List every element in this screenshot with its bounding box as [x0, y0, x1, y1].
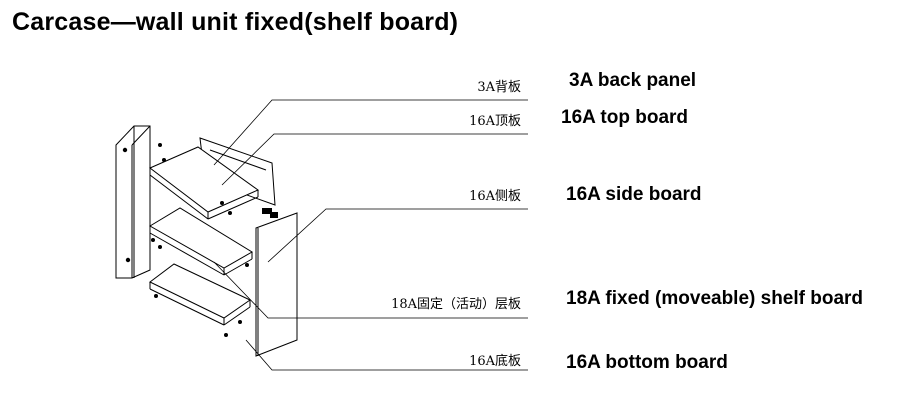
diagram-title: Carcase—wall unit fixed(shelf board) — [12, 8, 459, 36]
leader-shelf-board — [213, 261, 528, 319]
leader-back-panel — [213, 99, 528, 166]
leader-side-board — [267, 208, 528, 263]
part-label-cn-bottom-board: 16A底板 — [469, 354, 521, 369]
part-label-en-back-panel: 3A back panel — [569, 70, 697, 91]
part-label-en-bottom-board: 16A bottom board — [566, 352, 728, 373]
leader-top-board — [221, 133, 528, 186]
middle-shelf — [149, 207, 253, 276]
part-label-cn-side-board: 16A侧板 — [469, 189, 521, 204]
left-side-board — [115, 125, 151, 279]
part-label-en-side-board: 16A side board — [566, 184, 702, 205]
part-label-en-top-board: 16A top board — [561, 107, 689, 128]
part-label-cn-top-board: 16A顶板 — [469, 114, 521, 129]
part-label-en-shelf-board: 18A fixed (moveable) shelf board — [566, 288, 864, 309]
top-board — [149, 146, 260, 220]
part-label-cn-back-panel: 3A背板 — [477, 80, 521, 95]
fittings — [122, 143, 278, 337]
bottom-board — [149, 263, 251, 326]
leader-lines — [213, 99, 528, 371]
part-label-cn-shelf-board: 18A固定（活动）层板 — [391, 297, 521, 312]
right-side-board — [255, 212, 298, 357]
leader-bottom-board — [245, 339, 528, 371]
